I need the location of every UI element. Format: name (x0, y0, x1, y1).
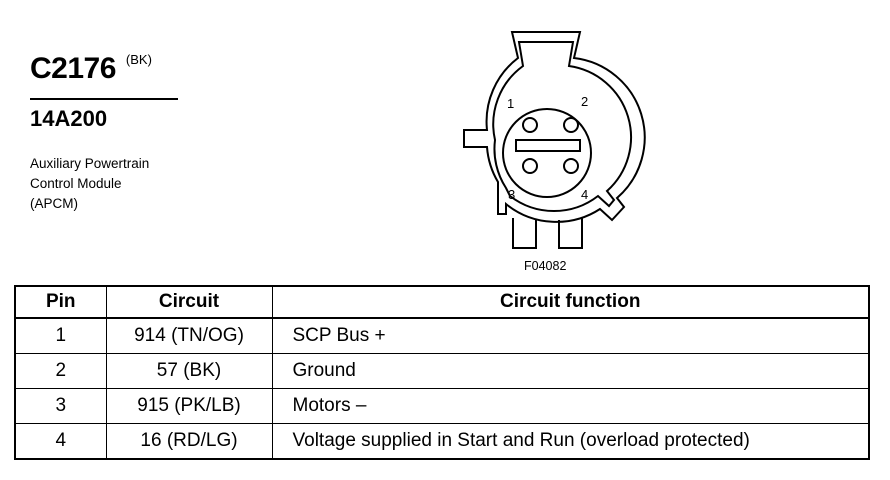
connector-id: C2176 (30, 52, 116, 85)
circuit-cell: 16 (RD/LG) (105, 423, 273, 460)
connector-color-code: (BK) (125, 52, 152, 67)
module-name-line: Auxiliary Powertrain (30, 156, 150, 171)
column-header-pin: Pin (14, 285, 107, 319)
table-row: 2 57 (BK) Ground (14, 353, 870, 389)
connector-header: C2176 (BK) (30, 52, 152, 86)
connector-housing-outline (463, 31, 646, 223)
pin-function-table: Pin Circuit Circuit function 1 914 (TN/O… (14, 285, 870, 460)
table-row: 4 16 (RD/LG) Voltage supplied in Start a… (14, 423, 870, 460)
pin-cell: 1 (14, 317, 107, 354)
table-row: 1 914 (TN/OG) SCP Bus + (14, 317, 870, 354)
latch-tab-right (558, 218, 583, 249)
pin-2 (563, 117, 579, 133)
pin-label-3: 3 (508, 187, 515, 202)
column-header-function: Circuit function (271, 285, 870, 319)
pin-cell: 4 (14, 423, 107, 460)
connector-face-diagram: 1 2 3 4 (463, 31, 646, 249)
figure-code: F04082 (524, 259, 567, 273)
pin-label-4: 4 (581, 187, 588, 202)
pin-cavity-circle (502, 108, 592, 198)
function-cell: SCP Bus + (271, 317, 870, 354)
circuit-cell: 57 (BK) (105, 353, 273, 389)
pin-label-1: 1 (507, 96, 514, 111)
module-name: Auxiliary Powertrain Control Module (APC… (30, 154, 210, 214)
column-header-circuit: Circuit (105, 285, 273, 319)
pin-cell: 2 (14, 353, 107, 389)
circuit-cell: 915 (PK/LB) (105, 388, 273, 424)
center-key-bar (515, 139, 581, 152)
pin-4 (563, 158, 579, 174)
latch-tab-left (512, 218, 537, 249)
pin-1 (522, 117, 538, 133)
pin-label-2: 2 (581, 94, 588, 109)
pin-cell: 3 (14, 388, 107, 424)
function-cell: Motors – (271, 388, 870, 424)
header-divider (30, 98, 178, 100)
circuit-cell: 914 (TN/OG) (105, 317, 273, 354)
pin-3 (522, 158, 538, 174)
part-number: 14A200 (30, 106, 108, 131)
table-header-row: Pin Circuit Circuit function (14, 285, 870, 319)
connector-housing-inner-outline (492, 41, 633, 213)
function-cell: Ground (271, 353, 870, 389)
module-name-line: (APCM) (30, 196, 78, 211)
function-cell: Voltage supplied in Start and Run (overl… (271, 423, 870, 460)
module-name-line: Control Module (30, 176, 122, 191)
table-row: 3 915 (PK/LB) Motors – (14, 388, 870, 424)
